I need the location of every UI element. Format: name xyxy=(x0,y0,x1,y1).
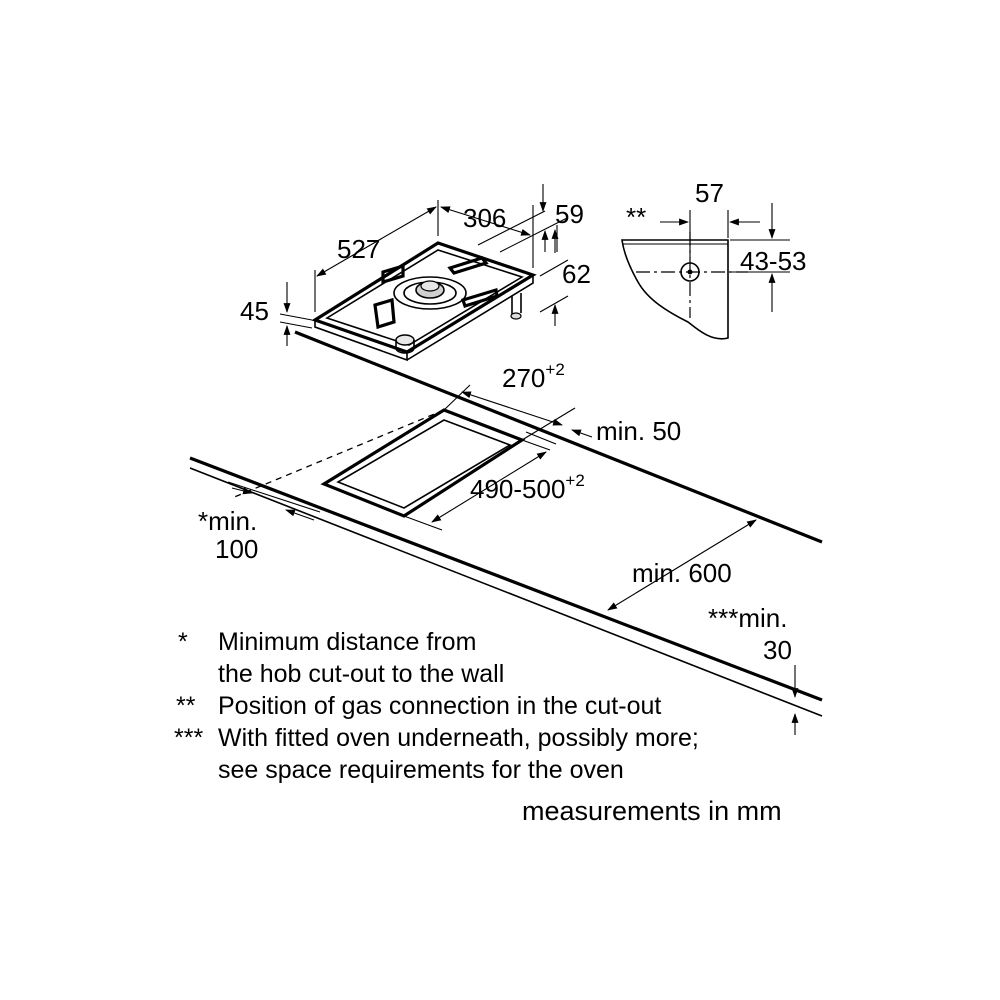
label-knob-offset: 59 xyxy=(555,199,584,229)
label-hob-width: 306 xyxy=(463,203,506,233)
label-hob-height: 45 xyxy=(240,296,269,326)
gas-connection-detail xyxy=(621,203,790,340)
label-cutout-width: 270+2 xyxy=(502,360,565,393)
hob-dimension-lines xyxy=(279,184,569,346)
worktop-dimension-lines xyxy=(227,384,799,735)
note-1-marker: * xyxy=(178,628,188,656)
note-1-line-1: Minimum distance from xyxy=(218,628,476,656)
units-note: measurements in mm xyxy=(522,796,782,826)
note-3-marker: *** xyxy=(174,724,203,752)
label-cutout-depth: 490-500+2 xyxy=(470,471,585,504)
note-2-line-1: Position of gas connection in the cut-ou… xyxy=(218,692,661,720)
label-gas-x: 57 xyxy=(695,178,724,208)
label-oven-gap-1: ***min. xyxy=(708,603,787,633)
label-knob-depth: 62 xyxy=(562,259,591,289)
label-gas-y: 43-53 xyxy=(740,246,807,276)
notes-legend: * Minimum distance from the hob cut-out … xyxy=(174,628,699,784)
label-hob-depth: 527 xyxy=(337,234,380,264)
worktop-drawing xyxy=(189,330,823,717)
label-oven-gap-2: 30 xyxy=(763,635,792,665)
label-wall-distance-2: 100 xyxy=(215,534,258,564)
label-gas-offset-marker: ** xyxy=(626,202,646,232)
label-wall-distance-1: *min. xyxy=(198,506,257,536)
note-3-line-1: With fitted oven underneath, possibly mo… xyxy=(218,724,699,752)
note-3-line-2: see space requirements for the oven xyxy=(218,756,624,784)
note-1-line-2: the hob cut-out to the wall xyxy=(218,660,504,688)
label-min-back: min. 50 xyxy=(596,416,681,446)
label-worktop-depth: min. 600 xyxy=(632,558,732,588)
note-2-marker: ** xyxy=(176,692,196,720)
